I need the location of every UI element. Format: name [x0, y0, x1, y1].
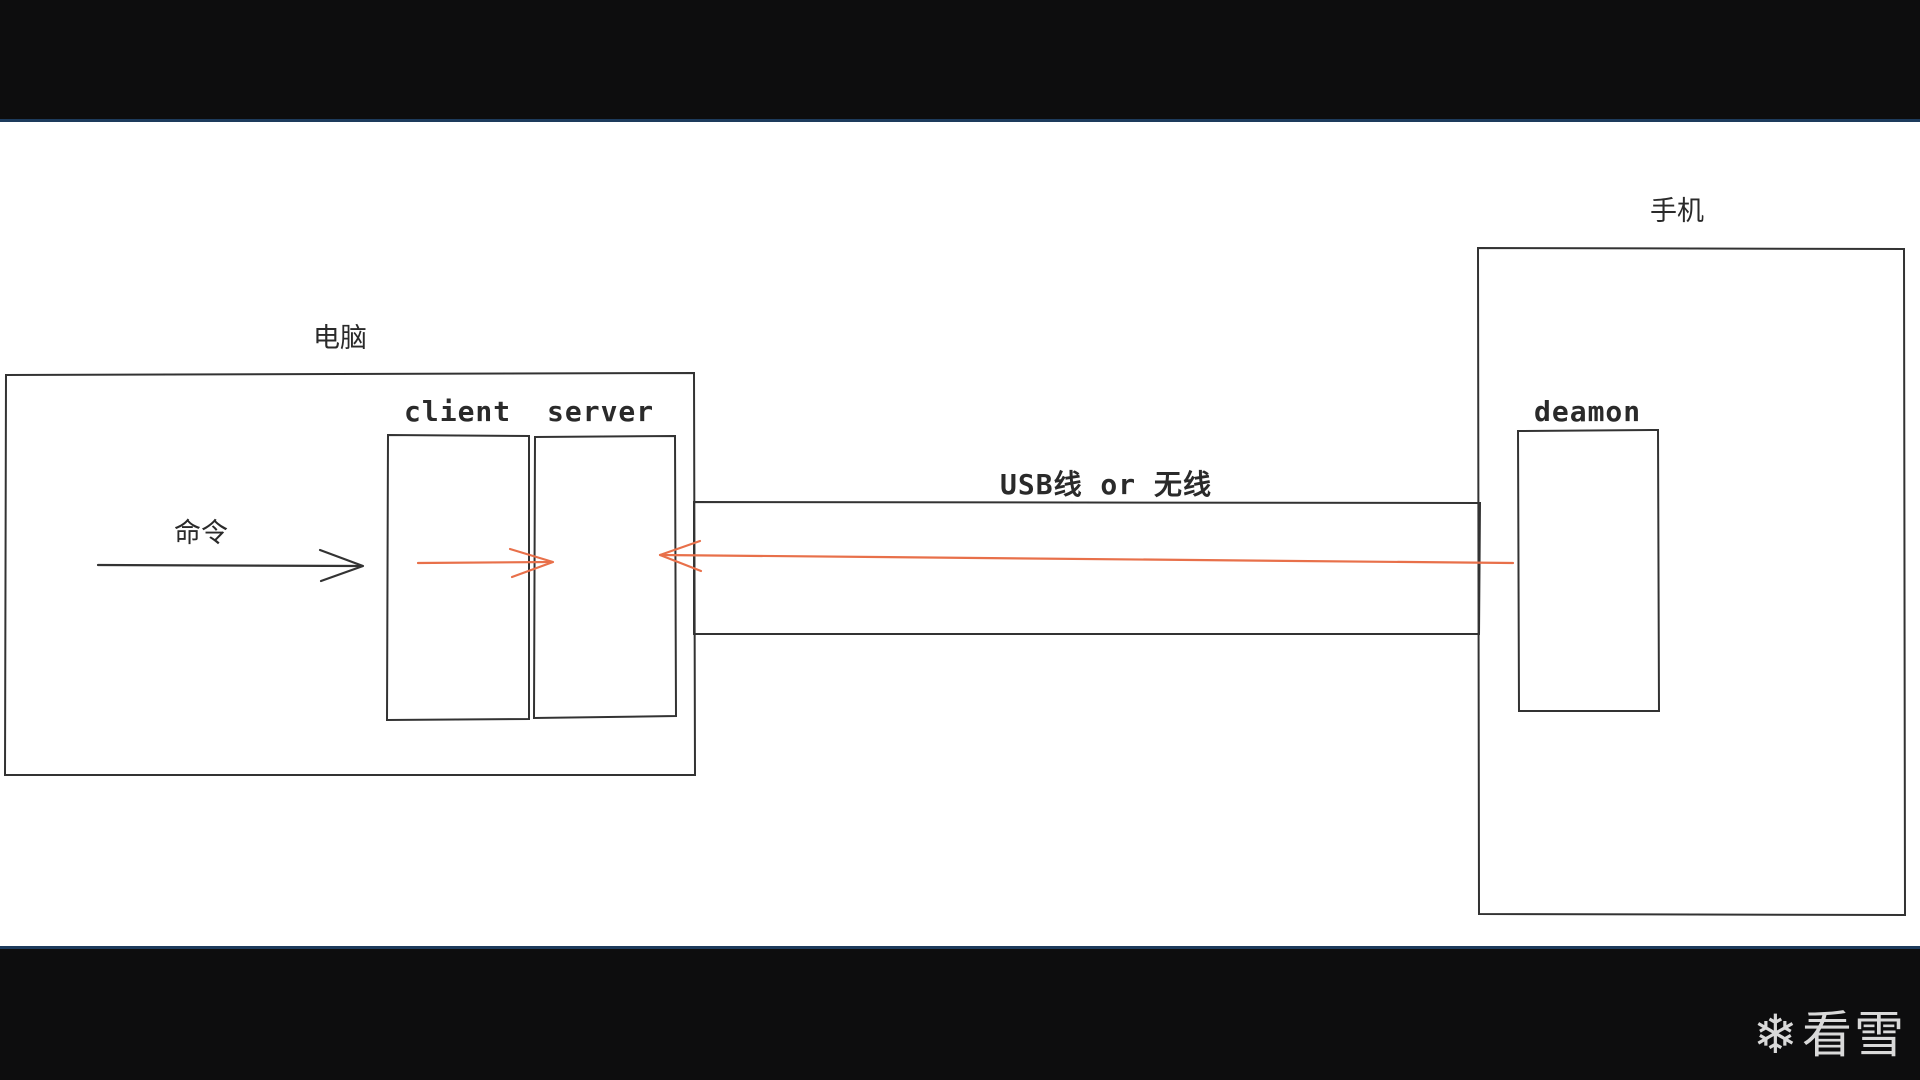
server-box [532, 434, 678, 720]
diagram-canvas: .box { fill: none; stroke: #333333; stro… [0, 122, 1920, 946]
link-box [693, 500, 1482, 635]
computer-label: 电脑 [313, 323, 367, 354]
client-to-server-arrow [416, 547, 555, 579]
diagram-svg: .box { fill: none; stroke: #333333; stro… [3, 246, 1907, 917]
server-label: server [547, 395, 655, 428]
command-arrow [96, 548, 365, 583]
top-letterbox-bar [0, 0, 1920, 122]
daemon-box [1516, 428, 1661, 712]
phone-label: 手机 [1650, 196, 1704, 227]
command-label: 命令 [174, 518, 228, 549]
daemon-to-server-arrow [658, 539, 1515, 573]
phone-box [1476, 246, 1907, 917]
daemon-label: deamon [1534, 395, 1642, 428]
snowflake-icon: ❄ [1752, 1003, 1798, 1066]
bottom-letterbox-bar: ❄ 看雪 [0, 946, 1920, 1080]
watermark: ❄ 看雪 [1752, 1003, 1906, 1066]
watermark-text: 看雪 [1802, 1006, 1906, 1064]
link-label: USB线 or 无线 [1000, 468, 1213, 501]
client-box [385, 433, 530, 722]
computer-box [3, 371, 697, 776]
client-label: client [404, 395, 512, 428]
